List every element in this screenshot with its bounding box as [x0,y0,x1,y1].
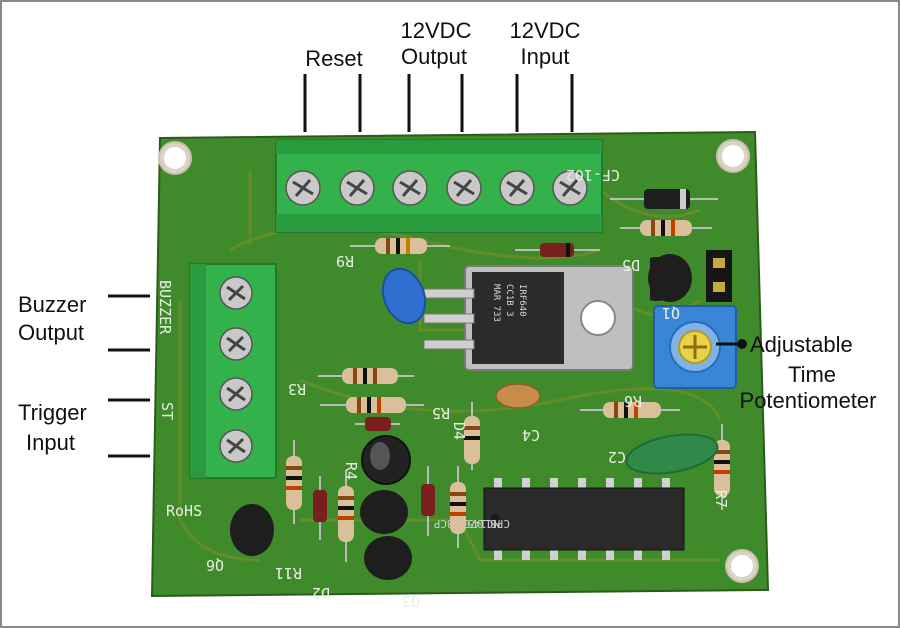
output-label-line-2: Output [401,44,467,69]
jumper-header [706,250,732,302]
st-marking: ST [158,402,176,420]
capacitors [361,267,719,485]
model-marking: CF-102 [566,166,620,184]
diodes [313,189,718,540]
rohs-marking: RoHS [166,502,202,520]
left-terminal-block [189,263,277,479]
pot-label-line-2: Time [788,362,836,387]
mosfet-transistor: IRF640 CC1B 3 MAR 733 [423,265,634,371]
top-terminal-block [275,139,603,233]
r4-marking: R4 [342,462,360,480]
r7-marking: R7 [712,490,730,508]
callout-labels: Reset 12VDC Output 12VDC Input Buzzer Ou… [18,18,876,455]
trigger-label-line-2: Input [26,430,75,455]
c4-marking: C4 [522,426,540,444]
pot-leader-dot [737,339,747,349]
mosfet-marking-2: CC1B 3 [504,284,514,317]
resistors [286,220,730,562]
reset-label: Reset [305,46,362,71]
r6-marking: R6 [624,392,642,410]
trigger-label-line-1: Trigger [18,400,87,425]
r9-marking: R9 [336,252,354,270]
q6-marking: Q6 [206,556,224,574]
r5-marking: R5 [432,404,450,422]
buzzer-label-line-1: Buzzer [18,292,86,317]
d5-marking: D5 [622,256,640,274]
trim-potentiometer [653,305,737,389]
silkscreen: CF-102 RoHS BUZZER ST R9 R3 R5 R6 R7 R11… [156,166,730,610]
pot-label-line-1: Adjustable [750,332,853,357]
c2-marking: C2 [608,448,626,466]
output-label-line-1: 12VDC [401,18,472,43]
dip-ic: MC14541BCP CPBL0709G [433,478,685,560]
input-label-line-1: 12VDC [510,18,581,43]
buzzer-marking: BUZZER [156,280,174,335]
input-label-line-2: Input [521,44,570,69]
d2-marking: D2 [312,584,330,602]
mosfet-marking-3: MAR 733 [491,284,501,322]
q3-marking: Q3 [402,592,420,610]
r3-marking: R3 [288,380,306,398]
r11-marking: R11 [275,564,302,582]
mosfet-marking-1: IRF640 [517,284,527,317]
q1-marking: Q1 [662,304,680,322]
buzzer-label-line-2: Output [18,320,84,345]
d4-marking: D4 [450,422,468,440]
pot-label-line-3: Potentiometer [740,388,877,413]
small-transistors [230,254,692,580]
callout-lines [108,74,742,458]
